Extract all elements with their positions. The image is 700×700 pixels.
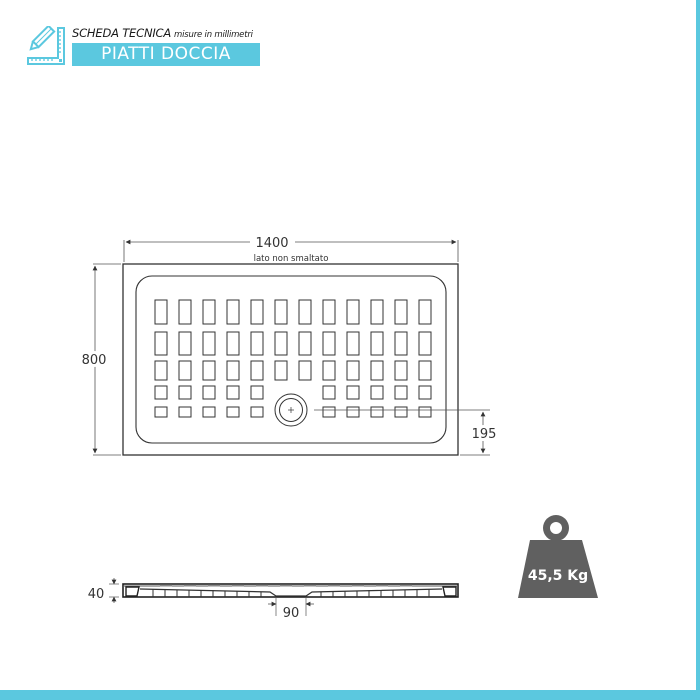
grill-pattern	[154, 299, 432, 418]
category-band: PIATTI DOCCIA	[72, 43, 260, 66]
right-accent-edge	[696, 0, 700, 700]
height-label: 800	[82, 353, 107, 368]
drain-offset-dimension: 195	[314, 409, 499, 456]
drain-width-label: 90	[283, 606, 300, 621]
tray-outline	[122, 263, 459, 456]
width-label: 1400	[255, 236, 288, 251]
weight-label: 45,5 Kg	[528, 568, 588, 584]
thickness-label: 40	[88, 587, 105, 602]
drain-offset-label: 195	[472, 427, 497, 442]
weight-icon: 45,5 Kg	[518, 515, 598, 598]
side-note: lato non smaltato	[254, 254, 329, 264]
tray-basin	[135, 275, 447, 444]
height-dimension: 800	[79, 263, 121, 456]
title-text: SCHEDA TECNICA	[72, 26, 172, 40]
side-view: 40 90	[88, 578, 459, 621]
width-dimension: 1400 lato non smaltato	[123, 236, 459, 264]
units-note: misure in millimetri	[174, 30, 253, 40]
drain	[274, 393, 308, 427]
bottom-accent-bar	[0, 690, 700, 700]
ruler-pencil-icon	[27, 26, 65, 65]
